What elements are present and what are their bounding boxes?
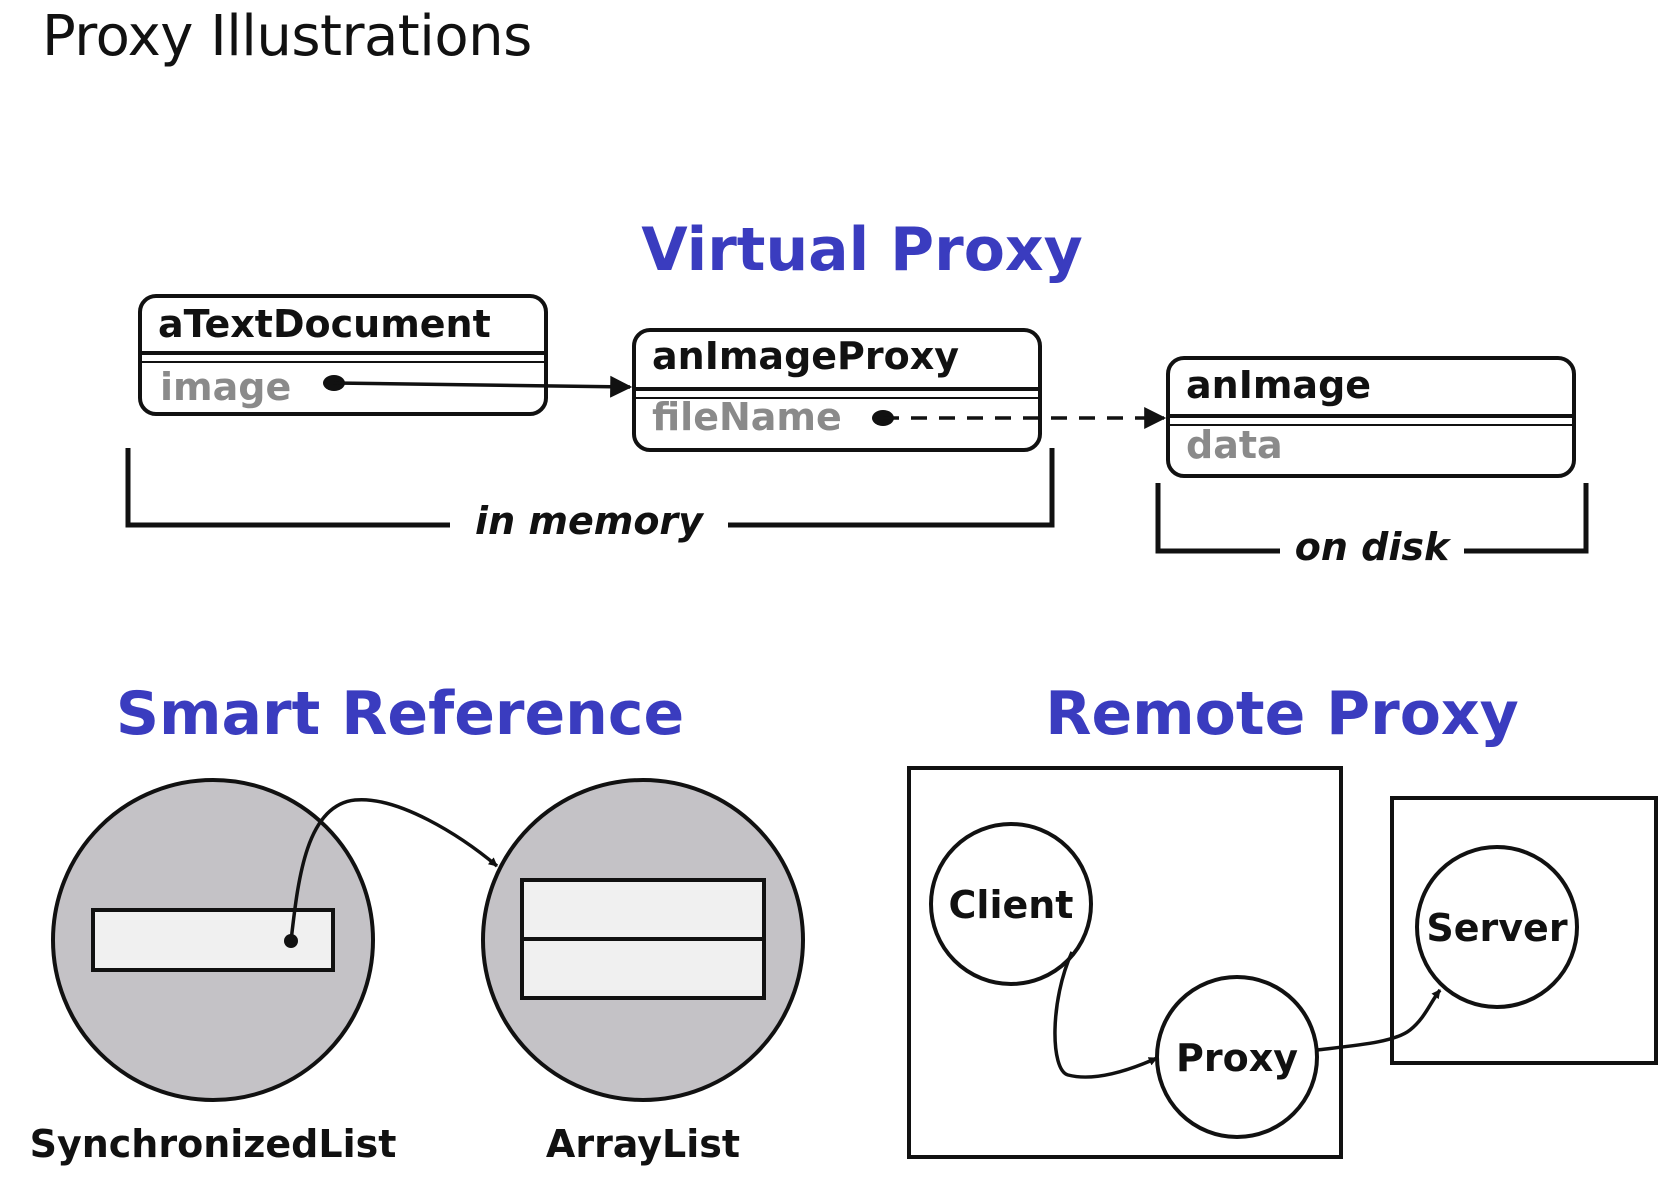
slide-title: Proxy Illustrations [42, 4, 532, 69]
bracket-on-disk: on disk [1155, 483, 1589, 569]
proxy-node: Proxy [1155, 975, 1319, 1139]
label-on-disk: on disk [1295, 525, 1452, 569]
object-box-animage: anImage data [1166, 356, 1576, 478]
remote-proxy-heading: Remote Proxy [1045, 679, 1519, 749]
bracket-in-memory: in memory [125, 448, 1055, 543]
label-in-memory: in memory [475, 499, 705, 543]
client-to-proxy-arrow [1053, 951, 1158, 1079]
server-label: Server [1426, 906, 1567, 950]
object-name-atextdocument: aTextDocument [158, 302, 491, 346]
reference-arrow-filename [872, 407, 1167, 429]
delegation-arrow [284, 798, 499, 948]
proxy-label: Proxy [1176, 1036, 1298, 1080]
arraylist-object [481, 778, 805, 1102]
field-image: image [160, 365, 291, 409]
object-box-animageproxy: anImageProxy fileName [632, 328, 1042, 452]
object-name-animage: anImage [1186, 363, 1371, 407]
label-arraylist: ArrayList [546, 1122, 740, 1166]
proxy-to-server-arrow [1316, 988, 1442, 1052]
synchronizedlist-object [51, 778, 375, 1102]
object-box-atextdocument: aTextDocument image [138, 294, 548, 416]
virtual-proxy-heading: Virtual Proxy [641, 215, 1082, 285]
field-data: data [1186, 423, 1283, 467]
client-node: Client [929, 822, 1093, 986]
reference-arrow-image [323, 375, 633, 398]
object-name-animageproxy: anImageProxy [652, 334, 959, 378]
label-synchronizedlist: SynchronizedList [30, 1122, 397, 1166]
client-label: Client [949, 883, 1074, 927]
server-node: Server [1415, 845, 1579, 1009]
field-filename: fileName [652, 395, 842, 439]
smart-reference-heading: Smart Reference [116, 679, 684, 749]
